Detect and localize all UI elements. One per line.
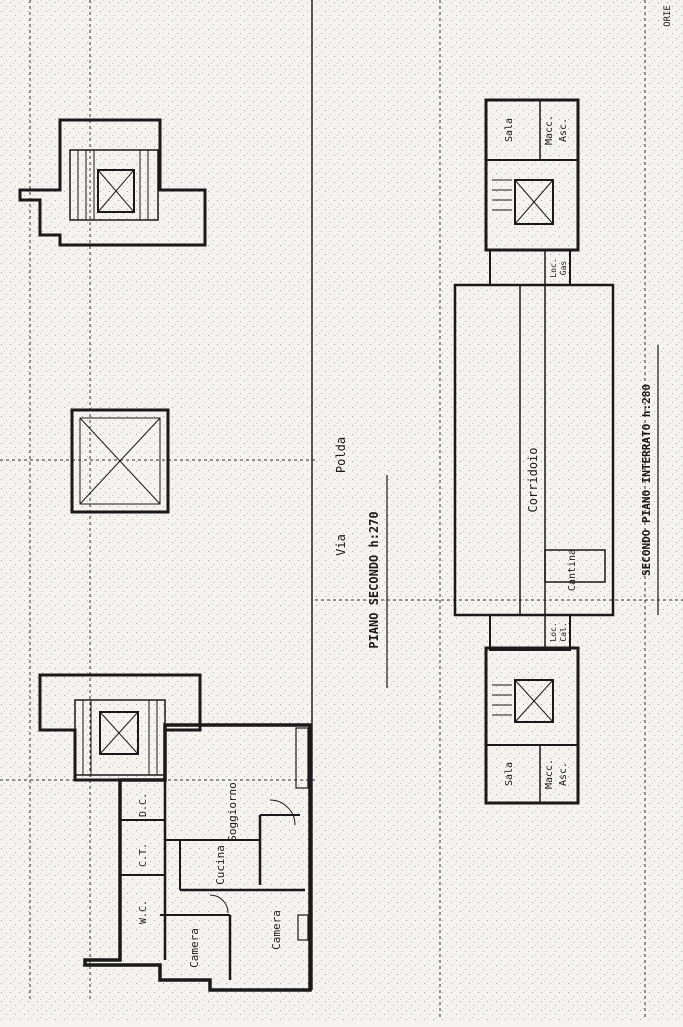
right-plan: [453, 98, 615, 805]
shaft-middle: [70, 408, 170, 514]
left-room-labels: Soggiorno Cucina Camera Camera W.C. C.T.…: [138, 782, 283, 968]
orientation-corner-text: ORIE: [663, 5, 673, 27]
room-ct: C.T.: [138, 843, 149, 867]
sala-macc-top-1: Sala: [504, 118, 515, 142]
street-name: Polda: [334, 437, 348, 473]
apartment: [83, 723, 312, 992]
floor-title-right: SECONDO PIANO INTERRATO h:280: [640, 384, 653, 576]
sala-macc-bottom-1: Sala: [504, 762, 515, 786]
sala-macc-bottom-2: Macc.: [544, 759, 555, 789]
central-titles: Via Polda PIANO SECONDO h:270: [334, 437, 388, 688]
left-plan: [18, 118, 312, 992]
locale-top-2: Gas: [559, 261, 568, 276]
right-room-labels: Corridoio Cantina Sala Macc. Asc. Sala M…: [504, 5, 673, 789]
sala-macc-top-3: Asc.: [558, 118, 569, 142]
room-dc: D.C.: [138, 793, 149, 817]
room-camera-small: Camera: [188, 928, 201, 968]
room-soggiorno: Soggiorno: [226, 782, 239, 842]
room-wc: W.C.: [138, 900, 149, 924]
floor-title-left: PIANO SECONDO h:270: [367, 511, 381, 648]
locale-bottom-1: Loc.: [549, 622, 558, 641]
locale-top-1: Loc.: [549, 258, 558, 277]
room-corridoio: Corridoio: [526, 447, 540, 512]
sala-macc-top-2: Macc.: [544, 115, 555, 145]
locale-bottom-2: Cal.: [559, 622, 568, 641]
street-label: Via: [334, 534, 348, 556]
stair-core-top: [18, 118, 207, 247]
sala-macc-bottom-3: Asc.: [558, 762, 569, 786]
room-cantina: Cantina: [567, 549, 578, 591]
room-cucina: Cucina: [214, 845, 227, 885]
room-camera: Camera: [270, 910, 283, 950]
core-bottom: [484, 646, 580, 805]
